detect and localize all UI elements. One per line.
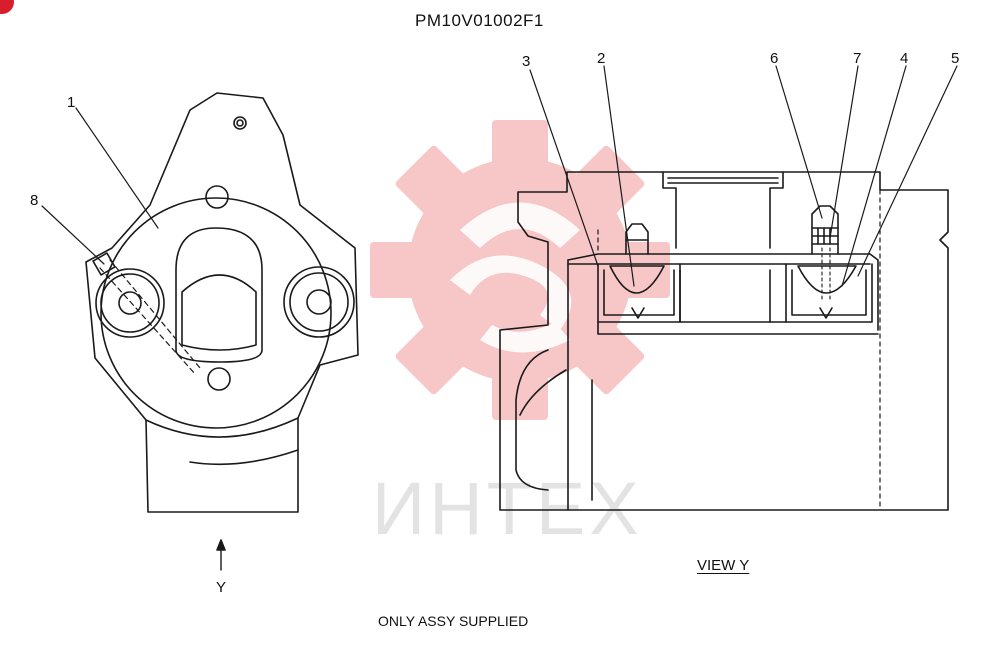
callout-6: 6 <box>770 50 779 67</box>
callout-5: 5 <box>951 50 960 67</box>
leader-lines <box>41 65 958 287</box>
view-label: VIEW Y <box>697 557 750 574</box>
front-view <box>85 92 359 571</box>
view-y-section <box>499 171 949 511</box>
callout-3: 3 <box>522 53 531 70</box>
callout-2: 2 <box>597 50 606 67</box>
arrow-y-label: Y <box>216 579 227 596</box>
supply-note: ONLY ASSY SUPPLIED <box>378 613 529 629</box>
callout-1: 1 <box>67 94 76 111</box>
callout-7: 7 <box>853 50 862 67</box>
watermark-text: ИНТЕХ <box>372 467 643 550</box>
callout-4: 4 <box>900 50 909 67</box>
callout-8: 8 <box>30 192 39 209</box>
drawing-title: PM10V01002F1 <box>415 11 544 30</box>
